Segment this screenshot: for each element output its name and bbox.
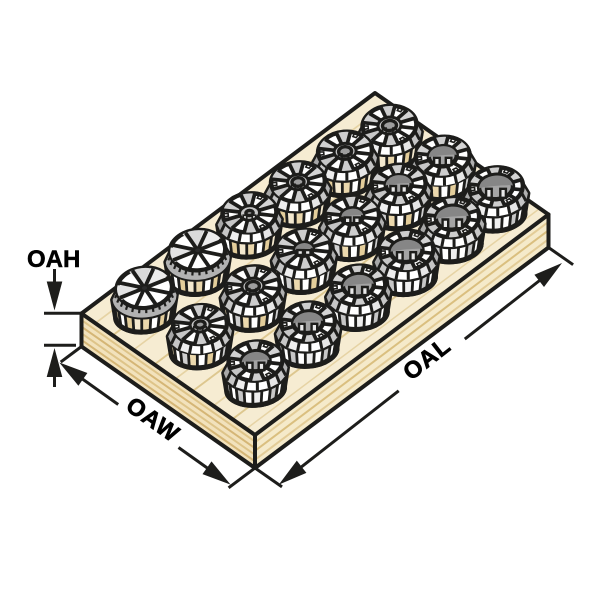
svg-text:OAH: OAH <box>27 246 80 273</box>
